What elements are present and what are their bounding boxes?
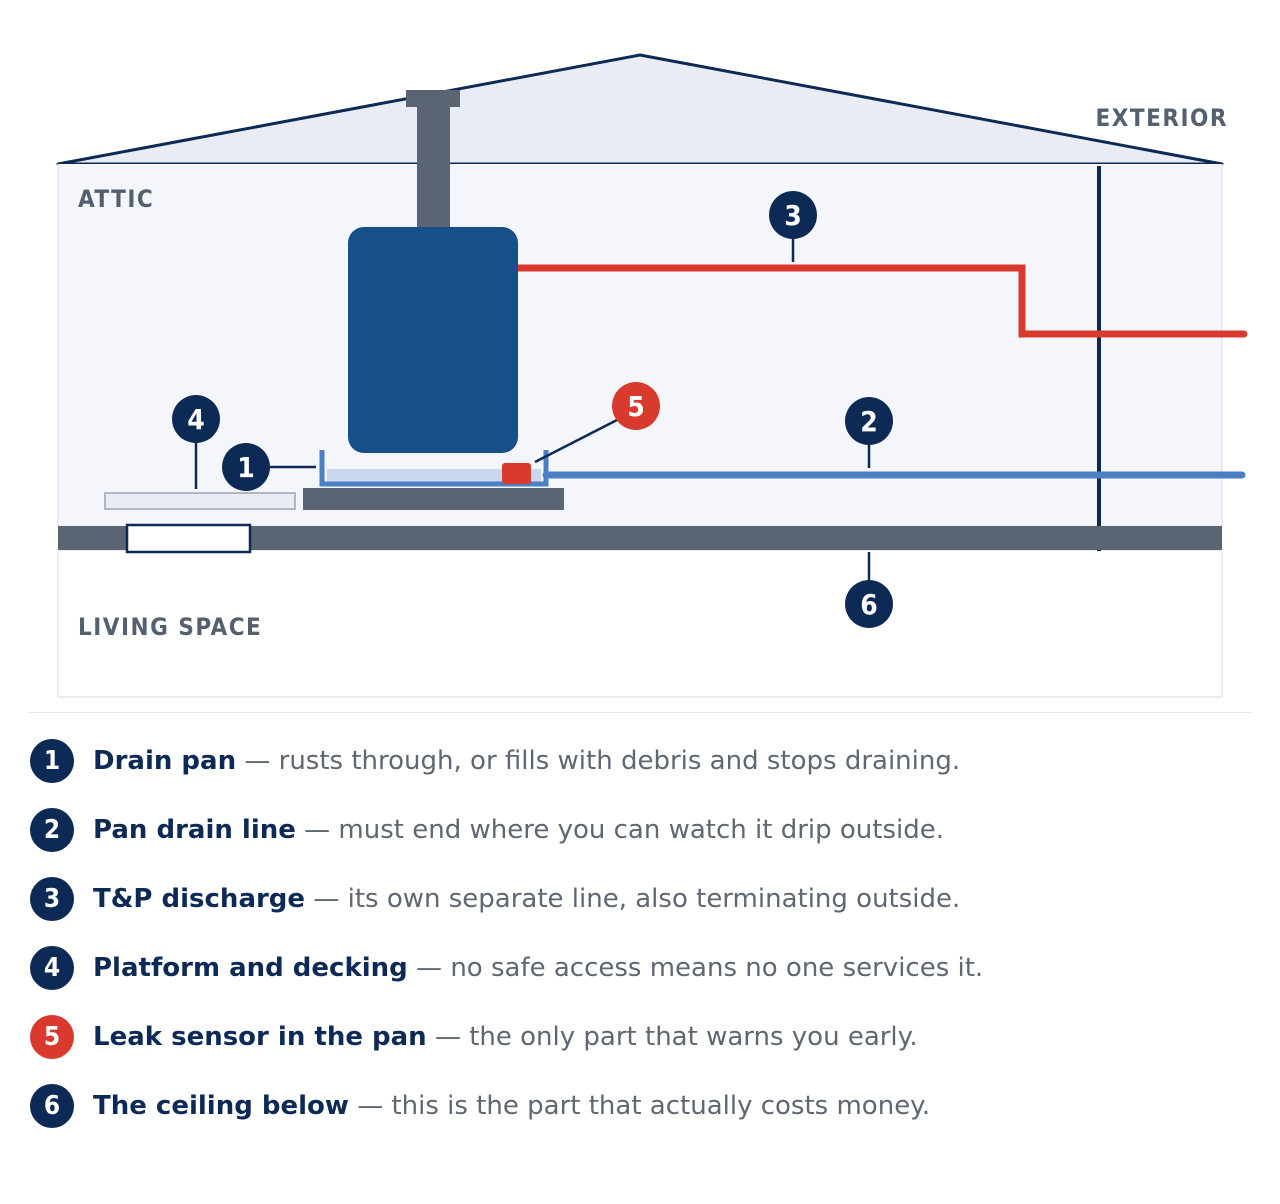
walkway-decking	[104, 492, 296, 510]
legend-item: 5 Leak sensor in the pan — the only part…	[30, 1002, 1260, 1071]
badge-4: 4	[172, 395, 220, 443]
legend-separator: —	[295, 814, 339, 845]
svg-text:5: 5	[627, 390, 645, 423]
flue-pipe	[417, 100, 450, 235]
legend-text: Leak sensor in the pan — the only part t…	[93, 1022, 918, 1052]
legend-term: T&P discharge	[93, 883, 306, 914]
legend-description: this is the part that actually costs mon…	[391, 1090, 931, 1121]
living-space-label: LIVING SPACE	[78, 613, 262, 641]
svg-text:6: 6	[860, 588, 878, 621]
legend-list: 1 Drain pan — rusts through, or fills wi…	[30, 726, 1260, 1140]
svg-text:4: 4	[187, 403, 205, 436]
divider	[28, 712, 1252, 713]
legend-number: 1	[30, 738, 74, 783]
legend-number: 4	[30, 945, 74, 990]
legend-item: 4 Platform and decking — no safe access …	[30, 933, 1260, 1002]
leak-sensor	[502, 463, 531, 484]
drain-pan	[319, 450, 549, 487]
legend-number: 3	[30, 876, 74, 921]
legend-description: must end where you can watch it drip out…	[338, 814, 945, 845]
legend-item: 2 Pan drain line — must end where you ca…	[30, 795, 1260, 864]
roof	[56, 53, 1224, 166]
legend-text: Drain pan — rusts through, or fills with…	[93, 746, 960, 776]
badge-3: 3	[769, 191, 817, 239]
legend-text: Pan drain line — must end where you can …	[93, 815, 944, 845]
legend-text: T&P discharge — its own separate line, a…	[93, 884, 960, 914]
legend-text: The ceiling below — this is the part tha…	[93, 1091, 930, 1121]
svg-text:2: 2	[860, 405, 878, 438]
legend-separator: —	[305, 883, 348, 914]
legend-item: 6 The ceiling below — this is the part t…	[30, 1071, 1260, 1140]
legend-text: Platform and decking — no safe access me…	[93, 953, 983, 983]
legend-term: Platform and decking	[93, 952, 408, 983]
ceiling-floor	[58, 526, 1222, 550]
legend-separator: —	[426, 1021, 470, 1052]
badge-1: 1	[222, 443, 270, 491]
attic-water-heater-diagram: ATTIC EXTERIOR LIVING SPACE 1 2 3 4 5 6	[56, 53, 1248, 698]
legend-item: 1 Drain pan — rusts through, or fills wi…	[30, 726, 1260, 795]
legend-separator: —	[236, 745, 279, 776]
flue-cap	[406, 90, 460, 107]
legend-description: rusts through, or fills with debris and …	[278, 745, 961, 776]
legend-number: 6	[30, 1083, 74, 1128]
badge-2: 2	[845, 397, 893, 445]
drain-pan-water	[327, 469, 541, 484]
legend-description: its own separate line, also terminating …	[347, 883, 961, 914]
heater-platform	[303, 488, 564, 510]
legend-term: The ceiling below	[93, 1090, 349, 1121]
svg-text:3: 3	[784, 199, 802, 232]
legend-number: 2	[30, 807, 74, 852]
legend-number: 5	[30, 1014, 74, 1059]
legend-description: no safe access means no one services it.	[450, 952, 984, 983]
attic-label: ATTIC	[78, 185, 154, 213]
legend-item: 3 T&P discharge — its own separate line,…	[30, 864, 1260, 933]
water-heater-tank	[348, 227, 518, 453]
exterior-label: EXTERIOR	[1095, 104, 1228, 132]
living-space	[57, 549, 1223, 698]
badge-6: 6	[845, 580, 893, 628]
legend-separator: —	[348, 1090, 392, 1121]
legend-term: Pan drain line	[93, 814, 296, 845]
attic-hatch	[125, 523, 252, 554]
legend-term: Leak sensor in the pan	[93, 1021, 427, 1052]
legend-term: Drain pan	[93, 745, 237, 776]
badge-5: 5	[612, 382, 660, 430]
leader-line-5	[534, 418, 618, 464]
tp-discharge-line	[508, 264, 1248, 338]
legend-description: the only part that warns you early.	[469, 1021, 918, 1052]
svg-text:1: 1	[237, 451, 255, 484]
legend-separator: —	[407, 952, 451, 983]
